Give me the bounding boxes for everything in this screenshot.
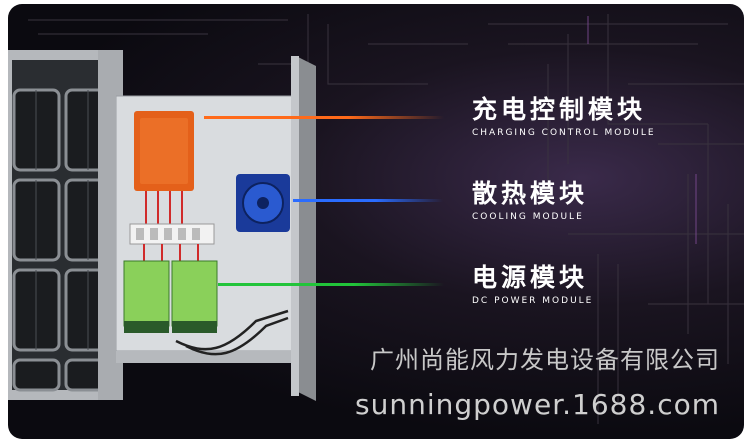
module-title-en: DC POWER MODULE [472, 296, 594, 306]
controller-box-illustration [116, 56, 316, 401]
cooling-module-pointer [293, 199, 443, 202]
circuit-pattern [28, 14, 744, 424]
dc-power-module-label: 电源模块 DC POWER MODULE [472, 258, 593, 306]
company-name-watermark: 广州尚能风力发电设备有限公司 [370, 346, 720, 374]
solar-panel-illustration [8, 50, 123, 400]
charging-module-pointer [204, 116, 444, 119]
charging-control-module-label: 充电控制模块 CHARGING CONTROL MODULE [472, 90, 656, 138]
website-watermark: sunningpower.1688.com [355, 388, 720, 421]
module-title-cn: 充电控制模块 [472, 95, 647, 124]
module-title-en: COOLING MODULE [472, 212, 584, 222]
cooling-module-label: 散热模块 COOLING MODULE [472, 174, 588, 222]
dark-background: 充电控制模块 CHARGING CONTROL MODULE 散热模块 COOL… [8, 4, 744, 439]
module-title-en: CHARGING CONTROL MODULE [472, 128, 656, 138]
module-title-cn: 散热模块 [472, 179, 589, 208]
module-title-cn: 电源模块 [472, 263, 589, 292]
power-module-pointer [218, 283, 444, 286]
